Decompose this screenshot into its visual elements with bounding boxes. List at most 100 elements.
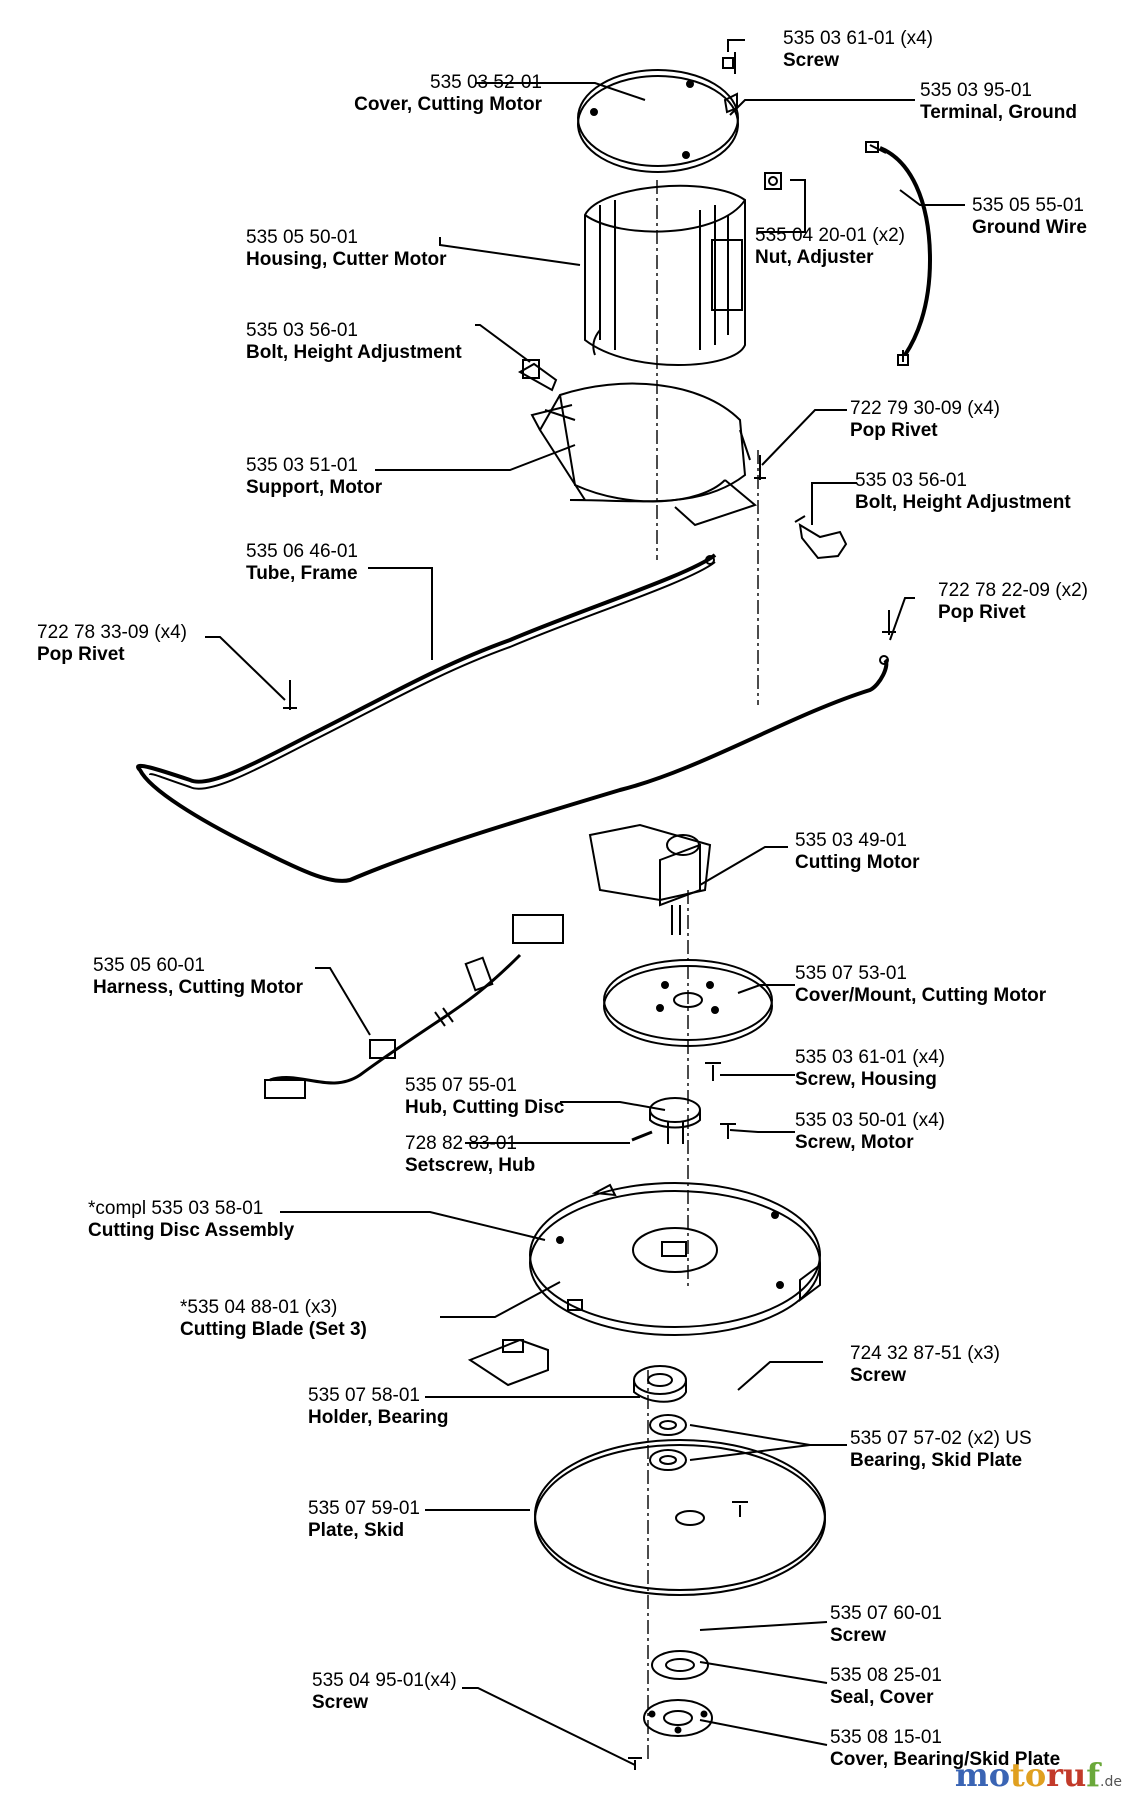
leader-line [729, 99, 915, 116]
part-number: 535 08 25-01 [830, 1665, 942, 1686]
part-label: 535 05 50-01 Housing, Cutter Motor [246, 227, 447, 271]
part-label: 535 05 55-01 Ground Wire [972, 195, 1087, 239]
part-name: Screw [783, 50, 839, 71]
bearing-holder-part [633, 1365, 687, 1403]
part-number: 535 07 55-01 [405, 1075, 517, 1096]
part-number: 535 03 51-01 [246, 455, 358, 476]
part-number: 535 05 50-01 [246, 227, 358, 248]
part-name: Screw [312, 1692, 368, 1713]
part-label: 535 08 25-01 Seal, Cover [830, 1665, 942, 1709]
bearing-cover-part [643, 1699, 713, 1737]
part-number: 535 07 58-01 [308, 1385, 420, 1406]
leader-line [699, 1719, 828, 1746]
frame-tube-part [136, 553, 889, 883]
leader-line [315, 967, 371, 1036]
part-label: 535 03 49-01 Cutting Motor [795, 830, 920, 874]
setscrew-part [631, 1130, 653, 1142]
part-name: Pop Rivet [850, 420, 938, 441]
leader-line [689, 1444, 847, 1461]
part-label: 535 03 50-01 (x4) Screw, Motor [795, 1110, 945, 1154]
part-name: Bolt, Height Adjustment [855, 492, 1071, 513]
leader-line [729, 1129, 795, 1133]
part-number: 535 05 60-01 [93, 955, 205, 976]
part-label: 722 78 33-09 (x4) Pop Rivet [37, 622, 187, 666]
cutting-blade-part [467, 1338, 549, 1387]
leader-line [368, 567, 433, 660]
part-number: 535 07 60-01 [830, 1603, 942, 1624]
motor-cover-part [577, 52, 739, 173]
adjuster-nut-part [764, 172, 782, 190]
part-number: 722 78 33-09 (x4) [37, 622, 187, 643]
part-label: 722 79 30-09 (x4) Pop Rivet [850, 398, 1000, 442]
part-label: 535 04 95-01(x4) Screw [312, 1670, 457, 1714]
part-label: 535 03 52-01 Cover, Cutting Motor [354, 72, 542, 116]
part-number: 535 04 20-01 (x2) [755, 225, 905, 246]
part-number: 535 07 53-01 [795, 963, 907, 984]
part-label: 722 78 22-09 (x2) Pop Rivet [938, 580, 1088, 624]
part-label: 535 07 59-01 Plate, Skid [308, 1498, 420, 1542]
part-number: 535 06 46-01 [246, 541, 358, 562]
part-name: Harness, Cutting Motor [93, 977, 304, 998]
part-label: 535 06 46-01 Tube, Frame [246, 541, 358, 585]
part-number: *535 04 88-01 (x3) [180, 1297, 338, 1318]
part-number: 535 03 61-01 (x4) [783, 28, 933, 49]
part-label: 535 07 57-02 (x2) US Bearing, Skid Plate [850, 1428, 1032, 1472]
part-number: 535 07 57-02 (x2) US [850, 1428, 1032, 1449]
leader-line [699, 1661, 828, 1684]
part-name: Cutting Motor [795, 852, 920, 873]
part-name: Tube, Frame [246, 563, 358, 584]
part-number: 722 79 30-09 (x4) [850, 398, 1000, 419]
part-name: Hub, Cutting Disc [405, 1097, 565, 1118]
part-name: Bearing, Skid Plate [850, 1450, 1023, 1471]
part-label: 535 03 56-01 Bolt, Height Adjustment [246, 320, 462, 364]
part-number: 535 03 49-01 [795, 830, 907, 851]
part-name: Seal, Cover [830, 1687, 934, 1708]
part-name: Cutting Blade (Set 3) [180, 1319, 367, 1340]
part-name: Nut, Adjuster [755, 247, 874, 268]
leader-line [699, 846, 788, 886]
part-number: 535 07 59-01 [308, 1498, 420, 1519]
screw-part [628, 1062, 748, 1770]
part-label: 535 03 51-01 Support, Motor [246, 455, 382, 499]
leader-line [462, 1687, 636, 1766]
part-label: 535 08 15-01 Cover, Bearing/Skid Plate [830, 1727, 1060, 1771]
part-label: 535 07 60-01 Screw [830, 1603, 942, 1647]
skid-plate-bearing-part [649, 1414, 687, 1471]
part-number: 535 08 15-01 [830, 1727, 942, 1748]
part-label: 535 04 20-01 (x2) Nut, Adjuster [755, 225, 905, 269]
part-name: Pop Rivet [938, 602, 1026, 623]
part-number: 728 82 83-01 [405, 1133, 517, 1154]
part-number: 724 32 87-51 (x3) [850, 1343, 1000, 1364]
cutting-disc-hub-part [649, 1097, 701, 1144]
part-name: Housing, Cutter Motor [246, 249, 447, 270]
part-number: 535 05 55-01 [972, 195, 1084, 216]
part-name: Bolt, Height Adjustment [246, 342, 462, 363]
leader-line [280, 1211, 546, 1241]
part-number: 535 04 95-01(x4) [312, 1670, 457, 1691]
part-label: 535 07 58-01 Holder, Bearing [308, 1385, 448, 1429]
height-bolt-left-part [517, 359, 558, 392]
part-name: Screw [850, 1365, 906, 1386]
leader-line [205, 636, 286, 701]
motor-support-part [530, 382, 758, 527]
leader-line [889, 597, 915, 641]
cutting-motor-part [588, 823, 712, 935]
part-label: *compl 535 03 58-01 Cutting Disc Assembl… [88, 1198, 294, 1242]
part-name: Screw [830, 1625, 886, 1646]
leader-line [375, 444, 576, 471]
part-label: 728 82 83-01 Setscrew, Hub [405, 1133, 535, 1177]
part-label: *535 04 88-01 (x3) Cutting Blade (Set 3) [180, 1297, 367, 1341]
part-name: Ground Wire [972, 217, 1087, 238]
part-name: Support, Motor [246, 477, 383, 498]
part-label: 535 05 60-01 Harness, Cutting Motor [93, 955, 303, 999]
part-number: 535 03 50-01 (x4) [795, 1110, 945, 1131]
part-name: Screw, Motor [795, 1132, 914, 1153]
part-name: Setscrew, Hub [405, 1155, 536, 1176]
part-label: 535 07 53-01 Cover/Mount, Cutting Motor [795, 963, 1046, 1007]
leader-line [899, 189, 965, 206]
part-name: Cutting Disc Assembly [88, 1220, 295, 1241]
leader-line [475, 82, 646, 101]
leader-line [727, 39, 745, 52]
leader-line [761, 409, 847, 466]
